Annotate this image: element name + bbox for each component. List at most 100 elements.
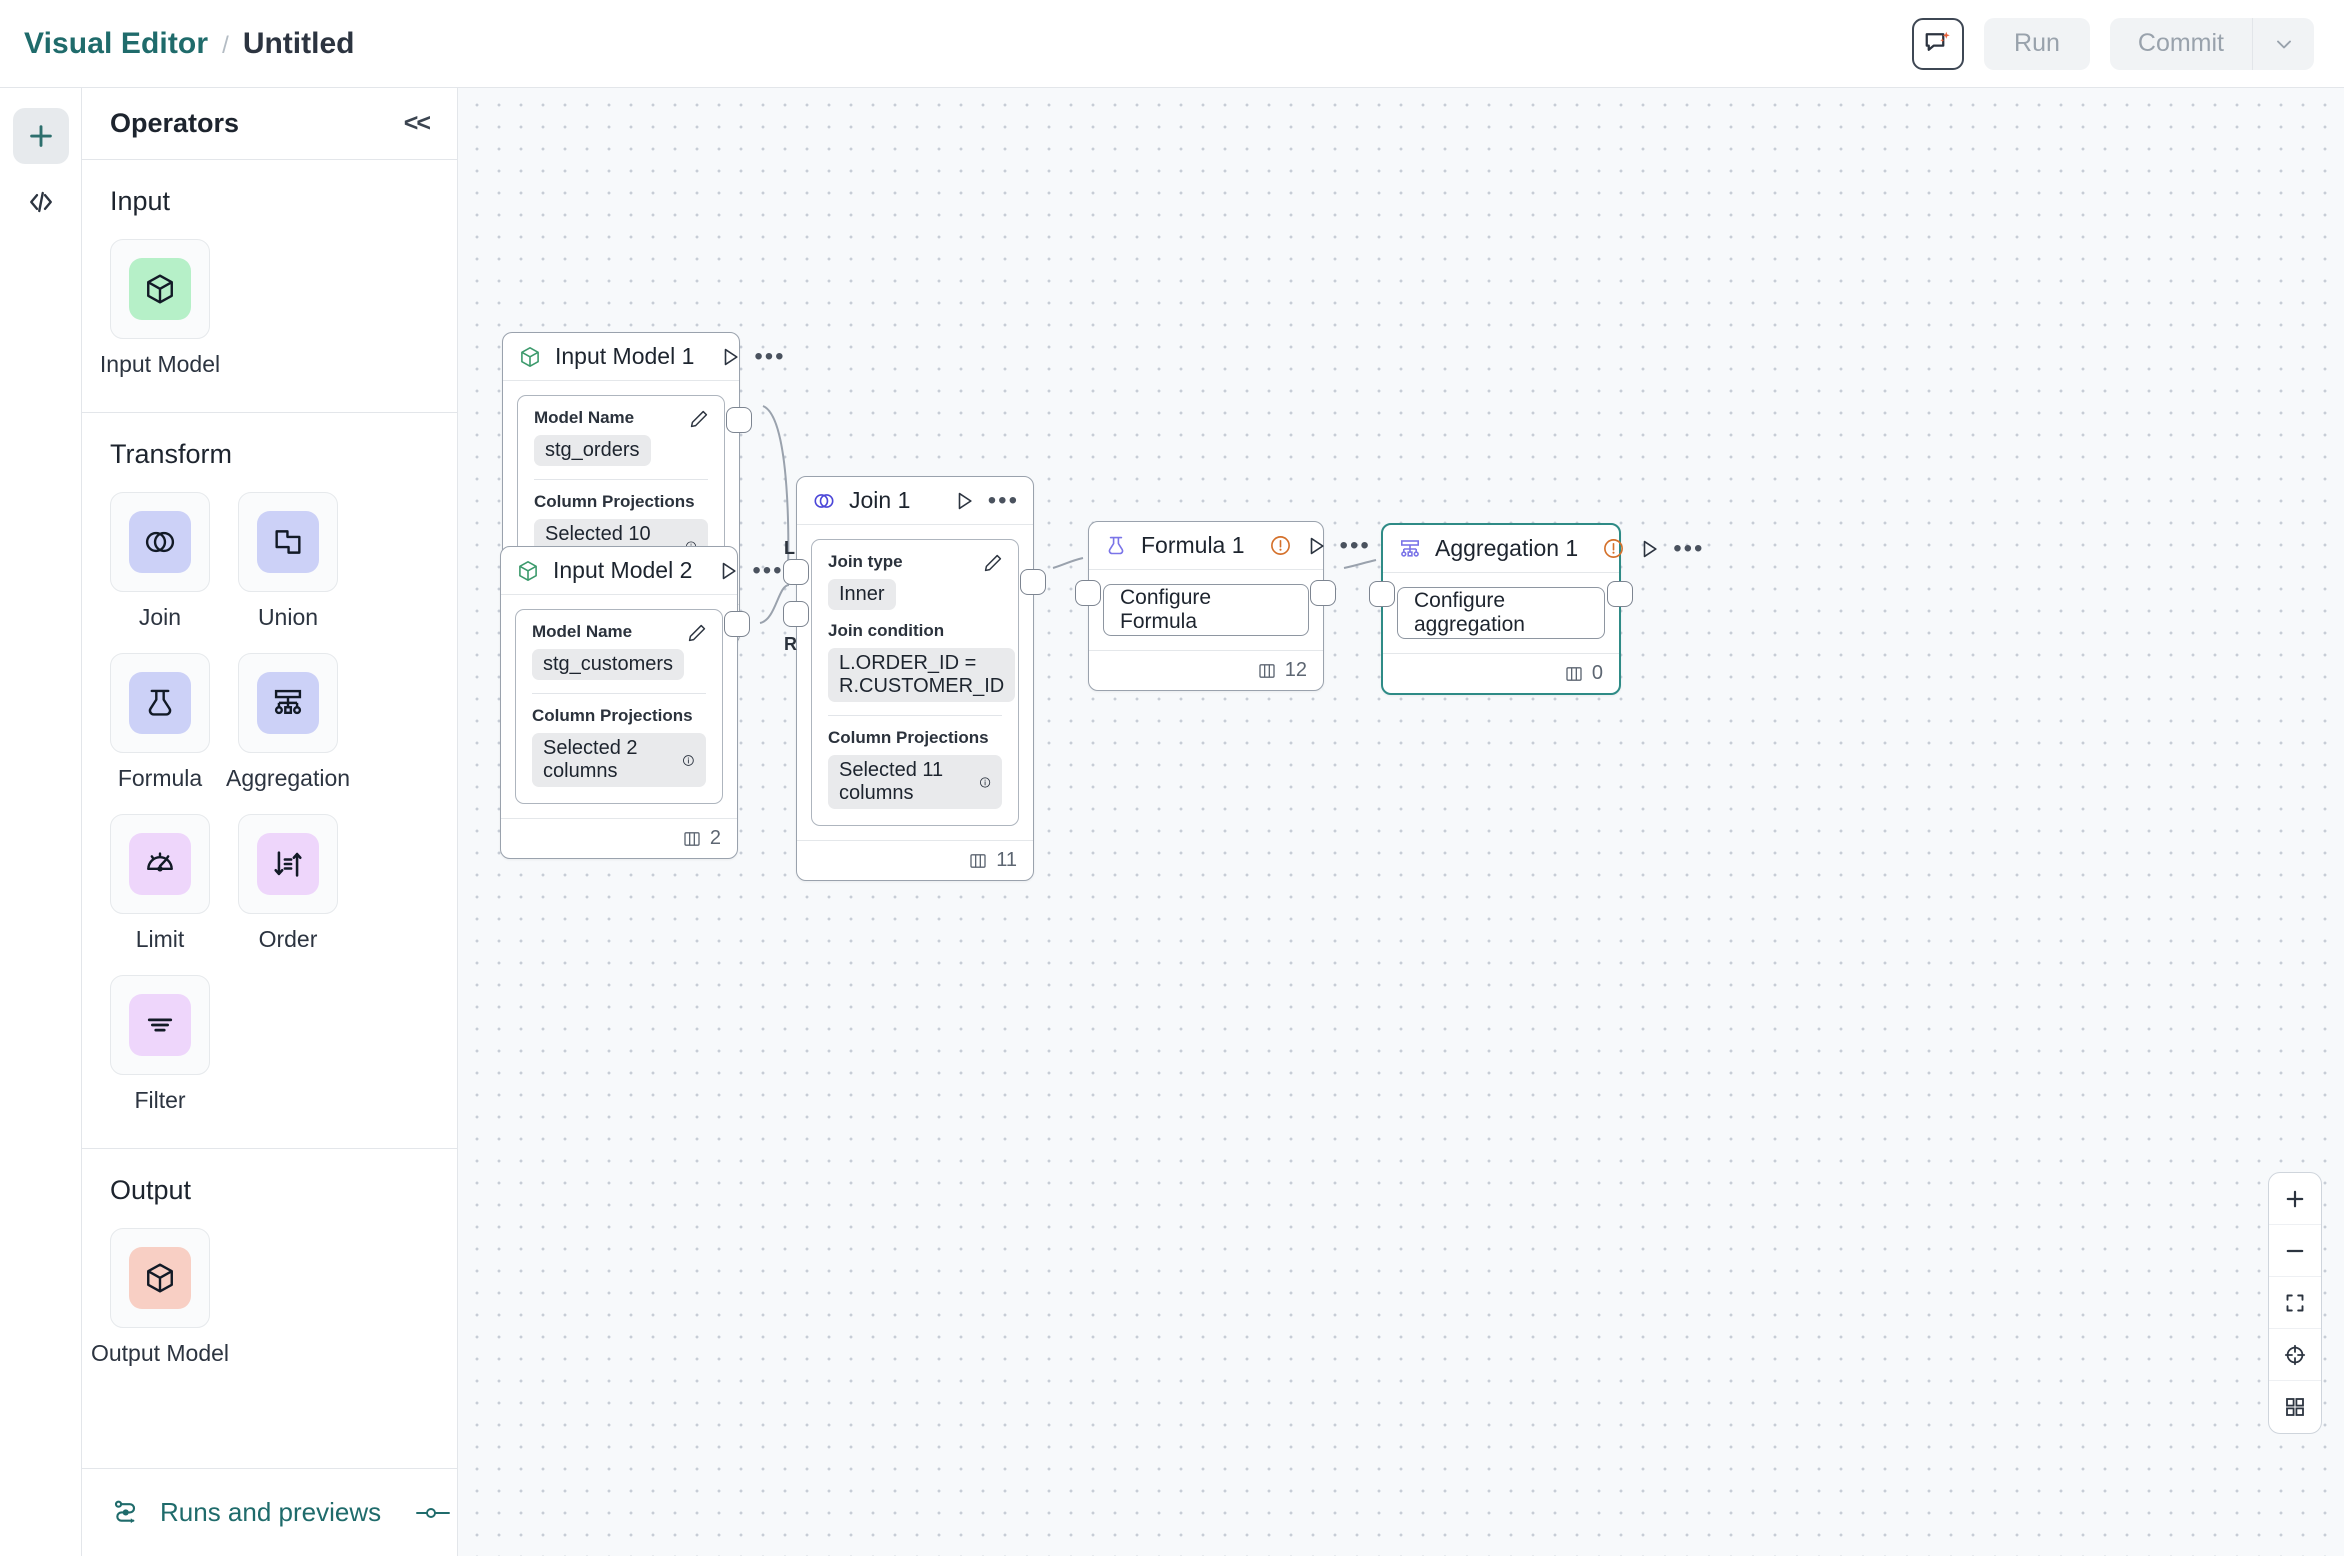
field-value-column-projections[interactable]: Selected 11 columns [828,755,1002,809]
operators-panel: Operators << Input [82,88,458,1556]
play-icon[interactable] [718,345,742,369]
node-menu-button[interactable]: ••• [987,486,1019,514]
toggle-grid-button[interactable] [2269,1381,2321,1433]
cube-icon [129,1247,191,1309]
operator-label: Output Model [90,1340,230,1366]
play-icon[interactable] [952,489,976,513]
edge-layer [759,405,1377,624]
field-value-model-name[interactable]: stg_orders [534,435,651,466]
input-port[interactable] [1075,580,1101,606]
output-port[interactable] [1310,580,1336,606]
ai-chat-sparkle-icon[interactable] [1912,17,1965,70]
info-icon [979,776,991,788]
operator-tile [238,814,338,914]
output-port[interactable] [1607,581,1633,607]
field-value-join-type[interactable]: Inner [828,579,896,610]
input-port-left[interactable] [783,559,809,585]
field-value-column-projections[interactable]: Selected 2 columns [532,733,706,787]
field-value-model-name[interactable]: stg_customers [532,649,685,680]
field-label: Column Projections [532,706,693,725]
node-input-model-2[interactable]: Input Model 2 ••• Model [500,546,782,859]
center-view-button[interactable] [2269,1329,2321,1381]
runs-and-previews-label: Runs and previews [160,1497,382,1527]
input-port-right[interactable] [783,601,809,627]
operator-section-transform: Transform Join [82,413,457,1149]
zoom-out-button[interactable] [2269,1225,2321,1277]
edge-join-formula [1052,557,1084,569]
collapse-panel-button[interactable]: << [403,109,431,137]
warning-icon[interactable] [1602,537,1625,560]
edit-pencil-icon[interactable] [686,622,708,649]
node-aggregation-1[interactable]: Aggregation 1 ••• [1369,523,1702,695]
hierarchy-icon [257,672,319,734]
node-menu-button[interactable]: ••• [752,556,784,584]
output-port[interactable] [1020,569,1046,595]
edit-pencil-icon[interactable] [982,552,1004,579]
column-count: 2 [709,827,721,849]
configure-aggregation-button[interactable]: Configure aggregation [1397,587,1605,639]
node-footer: 12 [1089,650,1323,690]
add-operator-button[interactable] [12,108,69,164]
play-icon[interactable] [716,559,740,583]
sort-arrows-icon [257,833,319,895]
flask-icon [129,672,191,734]
node-menu-button[interactable]: ••• [1339,531,1371,559]
node-title: Join 1 [849,487,911,513]
field-value-join-condition[interactable]: L.ORDER_ID = R.CUSTOMER_ID [828,648,1016,702]
configure-aggregation-label: Configure aggregation [1414,589,1525,636]
commit-button-group: Commit [2109,17,2314,70]
play-icon[interactable] [1304,534,1328,558]
operator-filter[interactable]: Filter [110,975,210,1114]
operator-section-input: Input Input Model [82,160,457,413]
node-menu-button[interactable]: ••• [754,342,786,370]
operator-formula[interactable]: Formula [110,653,210,792]
operator-label: Join [138,604,182,630]
node-header: Aggregation 1 ••• [1383,525,1702,573]
operator-join[interactable]: Join [110,492,210,631]
configure-formula-button[interactable]: Configure Formula [1103,584,1309,636]
commit-dropdown-button[interactable] [2252,17,2314,70]
operators-panel-header: Operators << [82,88,457,160]
plus-icon [2286,1190,2304,1207]
output-port[interactable] [724,611,750,637]
input-port[interactable] [1369,581,1395,607]
node-menu-button[interactable]: ••• [1673,534,1705,562]
operator-tile [110,239,210,339]
operator-limit[interactable]: Limit [110,814,210,953]
node-footer: 2 [501,818,737,858]
operator-union[interactable]: Union [238,492,338,631]
runs-and-previews-bar[interactable]: Runs and previews [82,1468,457,1556]
operator-grid-transform: Join Union [110,492,429,1114]
port-label-left: L [784,538,795,558]
output-port[interactable] [726,407,752,433]
code-view-button[interactable] [13,174,69,230]
operator-input-model[interactable]: Input Model [100,239,220,378]
node-formula-1[interactable]: Formula 1 ••• C [1075,521,1369,691]
column-count: 0 [1591,662,1603,684]
node-title: Input Model 2 [553,557,693,583]
flow-canvas[interactable]: Input Model 1 ••• Model [458,88,2344,1556]
operator-order[interactable]: Order [238,814,338,953]
operator-aggregation[interactable]: Aggregation [226,653,350,792]
field-label: Model Name [534,408,635,427]
zoom-in-button[interactable] [2269,1173,2321,1225]
node-join-1[interactable]: Join 1 ••• Join type [783,476,1046,881]
operators-list: Input Input Model [82,160,457,1468]
operator-output-model[interactable]: Output Model [91,1228,229,1367]
warning-icon[interactable] [1269,534,1292,557]
section-title-output: Output [110,1175,192,1205]
operator-label: Order [258,926,318,952]
fit-view-button[interactable] [2269,1277,2321,1329]
operator-label: Aggregation [225,765,351,791]
run-button[interactable]: Run [1984,17,2090,70]
venn-circles-icon [129,511,191,573]
breadcrumb-brand[interactable]: Visual Editor [24,26,209,60]
commit-button[interactable]: Commit [2110,18,2252,70]
node-body: Join type Inner Join condition L.ORDER_I… [811,539,1019,826]
slider-toggle-icon[interactable] [413,1502,453,1524]
edit-pencil-icon[interactable] [688,408,710,435]
operators-title: Operators [110,108,240,138]
node-footer: 11 [797,840,1033,880]
play-icon[interactable] [1637,537,1661,561]
operator-tile [110,814,210,914]
